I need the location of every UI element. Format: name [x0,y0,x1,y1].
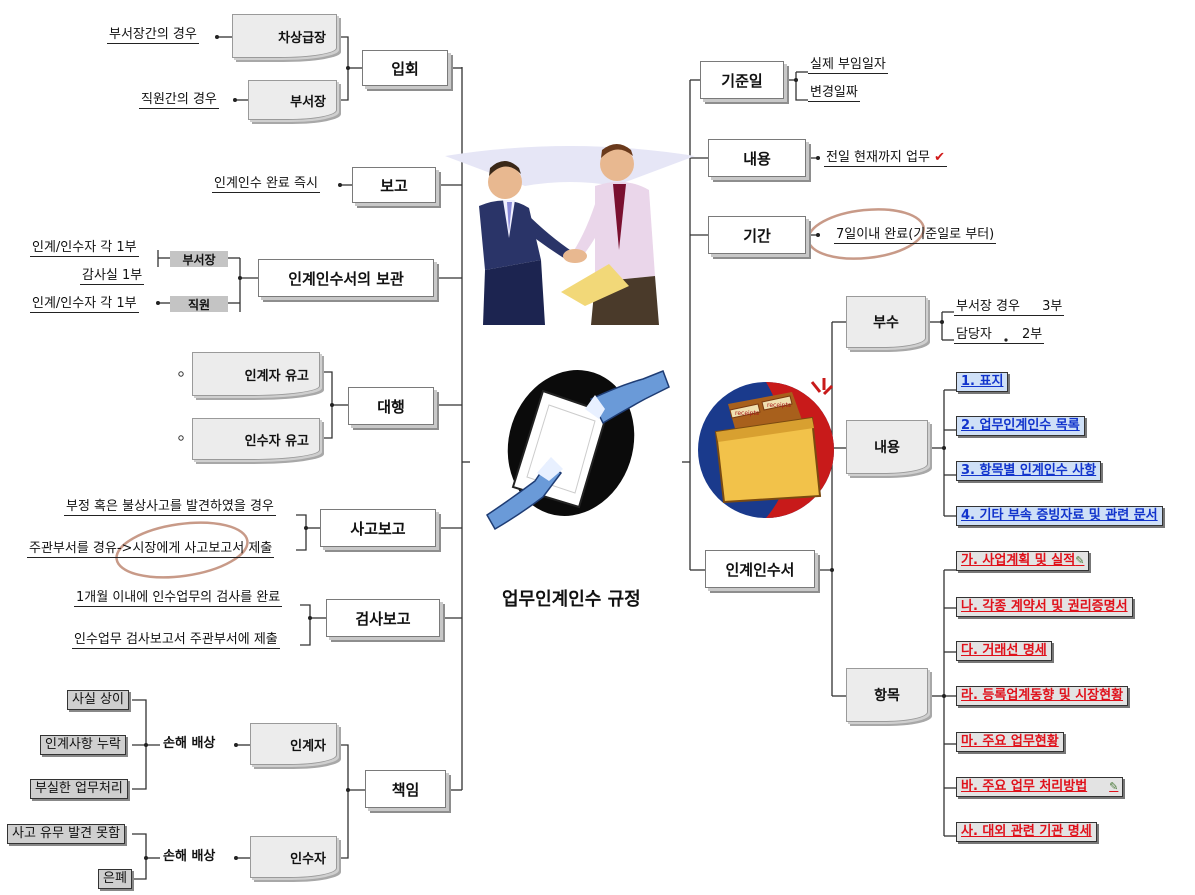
label-naeyong-note: 전일 현재까지 업무 ✔ [824,150,947,167]
node-ingyeinsuseo[interactable]: 인계인수서 [705,550,815,588]
label-bogwan-3: 인계/인수자 각 1부 [30,296,139,313]
node-hangmok[interactable]: 항목 [846,668,928,722]
node-geomsa[interactable]: 검사보고 [326,599,440,637]
node-insuja-yugo[interactable]: 인수자 유고 [192,418,320,460]
label-gijun-2: 변경일짜 [808,85,860,102]
document-handover-icon [486,370,670,530]
item-sasil-sangi[interactable]: 사실 상이 [67,690,129,710]
item-eunpye[interactable]: 은폐 [98,869,132,889]
label-busu-1: 부서장 경우 3부 [954,299,1065,316]
node-ingyeja-yugo[interactable]: 인계자 유고 [192,352,320,396]
node-chasangeupjang[interactable]: 차상급장 [232,14,337,58]
hangmok-item-5[interactable]: 마. 주요 업무현황 [956,732,1064,752]
label-gijun-1: 실제 부임일자 [808,57,888,74]
label-jigwon-case: 직원간의 경우 [139,92,219,109]
node-insuja[interactable]: 인수자 [250,836,337,878]
node-naeyong-top[interactable]: 내용 [708,139,806,177]
label-bogwan-2: 감사실 1부 [80,268,145,285]
node-sago[interactable]: 사고보고 [320,509,436,547]
node-buseojang[interactable]: 부서장 [248,80,337,120]
check-icon: ✔ [934,150,945,165]
hangmok-item-6[interactable]: 바. 주요 업무 처리방법 ✎ [956,777,1124,797]
label-busu-2: 담당자 2부 [954,327,1045,344]
folder-tab-2: receipts [767,402,791,409]
content-item-2[interactable]: 2. 업무인계인수 목록 [956,416,1085,436]
node-naeyong-doc[interactable]: 내용 [846,420,928,474]
label-sonhae-2: 손해 배상 [163,849,216,864]
node-ingyeja[interactable]: 인계자 [250,723,337,765]
node-daehaeng[interactable]: 대행 [348,387,434,425]
handshake-icon [445,144,695,325]
label-sago-2: 주관부서를 경유->시장에게 사고보고서 제출 [27,541,275,558]
label-bogwan-1: 인계/인수자 각 1부 [30,240,139,257]
node-chaegim[interactable]: 책임 [365,770,446,808]
label-geomsa-2: 인수업무 검사보고서 주관부서에 제출 [72,632,280,649]
content-item-1[interactable]: 1. 표지 [956,372,1009,392]
memo-icon: ✎ [1109,780,1119,793]
hangmok-item-7[interactable]: 사. 대외 관련 기관 명세 [956,822,1097,842]
hangmok-item-6-text: 바. 주요 업무 처리방법 [961,779,1088,794]
node-gigan[interactable]: 기간 [708,216,806,254]
label-sonhae-1: 손해 배상 [163,736,216,751]
item-sago-yumu[interactable]: 사고 유무 발견 못함 [7,824,126,844]
item-insahang-nurak[interactable]: 인계사항 누락 [40,735,126,755]
tag-buseojang: 부서장 [170,251,228,267]
label-buseojang-case: 부서장간의 경우 [107,27,199,44]
busu-2-count: 2부 [1022,327,1043,342]
tag-jigwon: 직원 [170,296,228,312]
node-ip[interactable]: 입회 [362,50,448,86]
content-item-3[interactable]: 3. 항목별 인계인수 사항 [956,461,1102,481]
label-bogo-note: 인계인수 완료 즉시 [212,176,320,193]
diagram-title: 업무인계인수 규정 [502,589,641,610]
busu-1-count: 3부 [1042,299,1063,314]
busu-1-name: 부서장 경우 [956,299,1020,314]
label-sago-1: 부정 혹은 불상사고를 발견하였을 경우 [64,499,276,516]
label-geomsa-1: 1개월 이내에 인수업무의 검사를 완료 [74,590,283,607]
node-busu[interactable]: 부수 [846,296,926,348]
hangmok-item-3[interactable]: 다. 거래선 명세 [956,641,1052,661]
hangmok-item-1-text: 가. 사업계획 및 실적 [961,553,1076,568]
node-bogo[interactable]: 보고 [352,167,436,203]
item-busil-eommu[interactable]: 부실한 업무처리 [30,779,128,799]
node-bogwan[interactable]: 인계인수서의 보관 [258,259,434,297]
naeyong-note-text: 전일 현재까지 업무 [826,150,930,165]
node-gijunil[interactable]: 기준일 [700,61,784,99]
file-folder-icon: receipts receipts [698,378,834,518]
folder-tab-1: receipts [735,410,759,417]
busu-2-name: 담당자 [956,327,992,342]
label-gigan-note: 7일이내 완료(기준일로 부터) [834,227,997,244]
hangmok-item-4[interactable]: 라. 등록업계동향 및 시장현황 [956,686,1129,706]
content-item-4[interactable]: 4. 기타 부속 증빙자료 및 관련 문서 [956,506,1163,526]
hangmok-item-2[interactable]: 나. 각종 계약서 및 권리증명서 [956,597,1133,617]
hangmok-item-1[interactable]: 가. 사업계획 및 실적✎ [956,551,1090,571]
memo-icon: ✎ [1075,554,1085,567]
